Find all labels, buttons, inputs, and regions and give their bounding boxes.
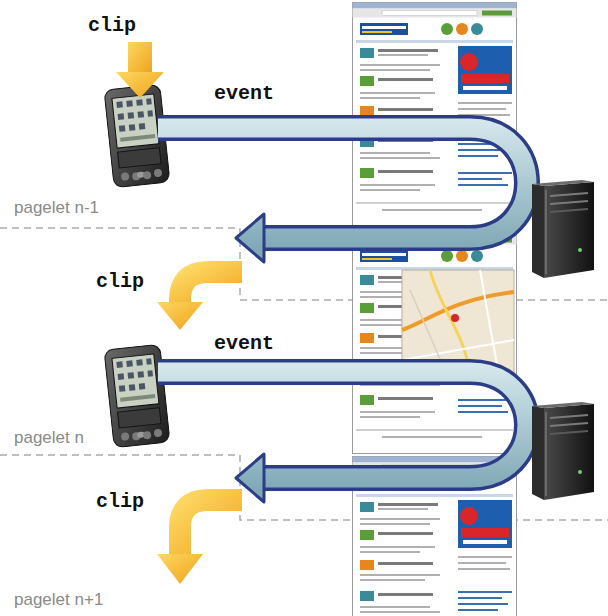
message-label: event — [214, 82, 274, 105]
server-icon — [532, 180, 594, 500]
clip-arrow-part — [157, 554, 203, 584]
event-arrow-part — [158, 372, 527, 478]
server-icon-part — [532, 180, 594, 278]
pagelet-label: pagelet n+1 — [14, 590, 103, 610]
browser-screenshot — [353, 3, 517, 616]
event-arrow-part — [158, 128, 527, 238]
event-arrow-part — [158, 372, 527, 478]
server-icon-part — [532, 402, 594, 500]
step-label: clip — [88, 14, 136, 37]
step-label: clip — [96, 270, 144, 293]
clip-arrow-part — [116, 72, 164, 98]
event-arrow-part — [158, 128, 527, 238]
step-label: clip — [96, 490, 144, 513]
map-image-part — [451, 314, 459, 322]
browser-screenshot-part — [353, 230, 517, 454]
event-arrow-part — [236, 214, 264, 262]
event-arrow — [158, 128, 527, 502]
map-image-part — [402, 340, 514, 360]
clip-arrow-part — [180, 272, 242, 304]
pagelet-label: pagelet n — [14, 428, 84, 448]
message-label: event — [214, 332, 274, 355]
event-arrow-part — [236, 454, 264, 502]
clip-arrow-part — [180, 500, 242, 556]
pagelet-label: pagelet n-1 — [14, 198, 99, 218]
clip-arrow-part — [157, 302, 203, 330]
clip-arrow-part — [128, 42, 152, 74]
browser-screenshot-part — [353, 3, 517, 227]
